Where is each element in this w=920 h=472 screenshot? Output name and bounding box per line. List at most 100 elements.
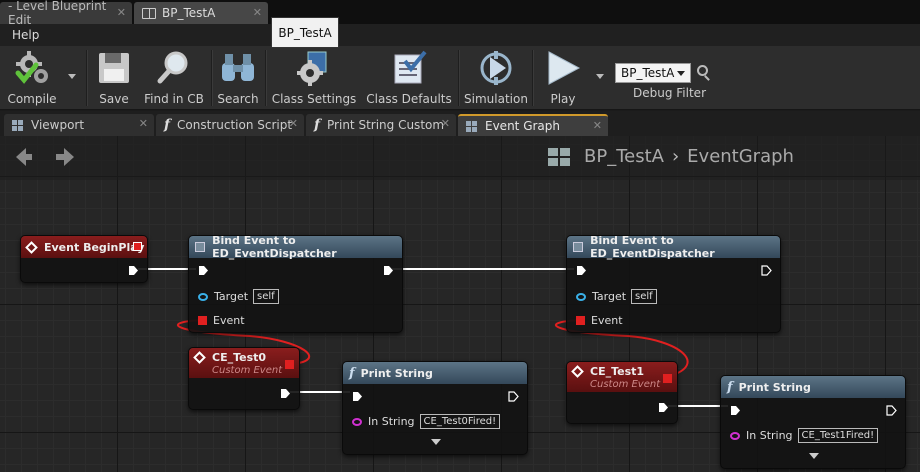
node-custom-event-ce-test0[interactable]: CE_Test0 Custom Event bbox=[188, 347, 300, 410]
exec-output-pin[interactable] bbox=[508, 391, 519, 402]
node-header: CE_Test0 Custom Event bbox=[189, 348, 299, 378]
title-bar: - Level Blueprint Edit ✕ BP_TestA ✕ bbox=[0, 0, 920, 27]
exec-input-pin[interactable] bbox=[352, 391, 363, 402]
target-pin-row[interactable]: Target self bbox=[198, 289, 279, 304]
pin-default-value[interactable]: self bbox=[253, 289, 279, 304]
node-event-beginplay[interactable]: Event BeginPlay bbox=[20, 235, 148, 283]
pin-label: In String bbox=[368, 415, 415, 428]
node-print-string-2[interactable]: f Print String In String CE_Test1Fired! bbox=[720, 375, 906, 469]
exec-output-pin[interactable] bbox=[658, 402, 669, 413]
save-button[interactable]: Save bbox=[94, 46, 134, 110]
breadcrumb-graph[interactable]: EventGraph bbox=[687, 146, 794, 167]
debug-object-select[interactable]: BP_TestA bbox=[615, 63, 691, 83]
class-defaults-label: Class Defaults bbox=[366, 92, 452, 106]
graph-icon bbox=[548, 147, 570, 166]
simulation-button[interactable]: Simulation bbox=[464, 46, 528, 110]
find-in-cb-button[interactable]: Find in CB bbox=[144, 46, 204, 110]
node-print-string-1[interactable]: f Print String In String CE_Test0Fired! bbox=[342, 361, 528, 455]
exec-output-pin[interactable] bbox=[383, 265, 394, 276]
compile-options-chevron-icon[interactable] bbox=[68, 74, 76, 79]
viewport-icon bbox=[12, 119, 24, 131]
play-label: Play bbox=[550, 92, 576, 106]
node-header: f Print String bbox=[343, 362, 527, 384]
find-in-cb-label: Find in CB bbox=[144, 92, 204, 106]
toolbar-separator bbox=[458, 50, 460, 106]
tab-print-string-custom[interactable]: f Print String Custom ✕ bbox=[306, 114, 456, 136]
node-title: Bind Event to ED_EventDispatcher bbox=[590, 234, 715, 260]
menu-help[interactable]: Help bbox=[12, 28, 40, 42]
tooltip: BP_TestA bbox=[271, 17, 339, 48]
node-custom-event-ce-test1[interactable]: CE_Test1 Custom Event bbox=[566, 361, 678, 424]
event-graph-canvas[interactable]: BP_TestA › EventGraph Event BeginPlay Bi… bbox=[0, 136, 920, 472]
play-button[interactable]: Play bbox=[540, 46, 586, 110]
delegate-pin[interactable] bbox=[285, 360, 294, 369]
toolbar-separator bbox=[211, 50, 213, 106]
tab-construction-script[interactable]: f Construction Script ✕ bbox=[156, 114, 304, 136]
node-bind-event-2[interactable]: Bind Event to ED_EventDispatcher Target … bbox=[566, 234, 781, 333]
expand-advanced-chevron-icon[interactable] bbox=[431, 439, 441, 445]
class-defaults-button[interactable]: Class Defaults bbox=[366, 46, 452, 110]
event-pin-row[interactable]: Event bbox=[198, 314, 245, 327]
pin-default-value[interactable]: CE_Test0Fired! bbox=[419, 414, 501, 429]
save-disk-icon bbox=[94, 49, 134, 87]
compile-button[interactable]: Compile bbox=[4, 46, 60, 110]
class-settings-icon bbox=[294, 49, 334, 87]
exec-output-pin[interactable] bbox=[280, 388, 291, 399]
breadcrumb-blueprint[interactable]: BP_TestA bbox=[584, 146, 664, 167]
tab-label: Event Graph bbox=[485, 119, 560, 133]
close-icon[interactable]: ✕ bbox=[252, 6, 262, 19]
exec-input-pin[interactable] bbox=[730, 405, 741, 416]
play-options-chevron-icon[interactable] bbox=[596, 74, 604, 79]
delegate-pin-icon[interactable] bbox=[198, 316, 207, 325]
close-icon[interactable]: ✕ bbox=[440, 117, 450, 130]
simulation-label: Simulation bbox=[464, 92, 528, 106]
close-icon[interactable]: ✕ bbox=[592, 119, 602, 132]
search-icon[interactable] bbox=[697, 65, 708, 76]
exec-output-pin[interactable] bbox=[761, 265, 772, 276]
object-pin-icon[interactable] bbox=[576, 292, 586, 301]
delegate-pin-icon[interactable] bbox=[576, 316, 585, 325]
exec-output-pin[interactable] bbox=[886, 405, 897, 416]
delegate-pin[interactable] bbox=[663, 374, 672, 383]
in-string-pin-row[interactable]: In String CE_Test0Fired! bbox=[352, 414, 501, 429]
exec-input-pin[interactable] bbox=[198, 265, 209, 276]
node-header: CE_Test1 Custom Event bbox=[567, 362, 677, 392]
delegate-pin[interactable] bbox=[133, 242, 142, 251]
pin-label: Target bbox=[592, 290, 627, 303]
pin-default-value[interactable]: self bbox=[631, 289, 657, 304]
expand-advanced-chevron-icon[interactable] bbox=[809, 453, 819, 459]
node-subtitle: Custom Event bbox=[590, 378, 661, 390]
forward-arrow-icon[interactable] bbox=[56, 148, 74, 166]
function-icon: f bbox=[314, 117, 321, 133]
tab-viewport[interactable]: Viewport ✕ bbox=[4, 114, 154, 136]
exec-output-pin[interactable] bbox=[128, 265, 139, 276]
node-title: Event BeginPlay bbox=[44, 240, 145, 254]
search-button[interactable]: Search bbox=[216, 46, 260, 110]
in-string-pin-row[interactable]: In String CE_Test1Fired! bbox=[730, 428, 879, 443]
tab-bp-testa[interactable]: BP_TestA ✕ bbox=[134, 2, 268, 24]
class-settings-button[interactable]: Class Settings bbox=[272, 46, 356, 110]
tab-event-graph[interactable]: Event Graph ✕ bbox=[458, 114, 608, 136]
graph-header: BP_TestA › EventGraph bbox=[0, 136, 920, 180]
pin-default-value[interactable]: CE_Test1Fired! bbox=[797, 428, 879, 443]
bind-event-icon bbox=[573, 242, 584, 252]
tab-label: Viewport bbox=[31, 118, 85, 132]
chevron-right-icon: › bbox=[671, 146, 680, 167]
string-pin-icon[interactable] bbox=[352, 417, 362, 426]
object-pin-icon[interactable] bbox=[198, 292, 208, 301]
toolbar-separator bbox=[532, 50, 534, 106]
tab-level-blueprint[interactable]: - Level Blueprint Edit ✕ bbox=[0, 0, 132, 27]
exec-input-pin[interactable] bbox=[576, 265, 587, 276]
event-pin-row[interactable]: Event bbox=[576, 314, 623, 327]
class-defaults-icon bbox=[389, 49, 429, 87]
close-icon[interactable]: ✕ bbox=[138, 117, 148, 130]
string-pin-icon[interactable] bbox=[730, 431, 740, 440]
back-arrow-icon[interactable] bbox=[16, 148, 32, 166]
close-icon[interactable]: ✕ bbox=[116, 6, 126, 19]
node-bind-event-1[interactable]: Bind Event to ED_EventDispatcher Target … bbox=[188, 234, 403, 333]
pin-label: In String bbox=[746, 429, 793, 442]
close-icon[interactable]: ✕ bbox=[288, 117, 298, 130]
menu-bar: Help bbox=[0, 24, 920, 46]
target-pin-row[interactable]: Target self bbox=[576, 289, 657, 304]
function-icon: f bbox=[164, 117, 171, 133]
